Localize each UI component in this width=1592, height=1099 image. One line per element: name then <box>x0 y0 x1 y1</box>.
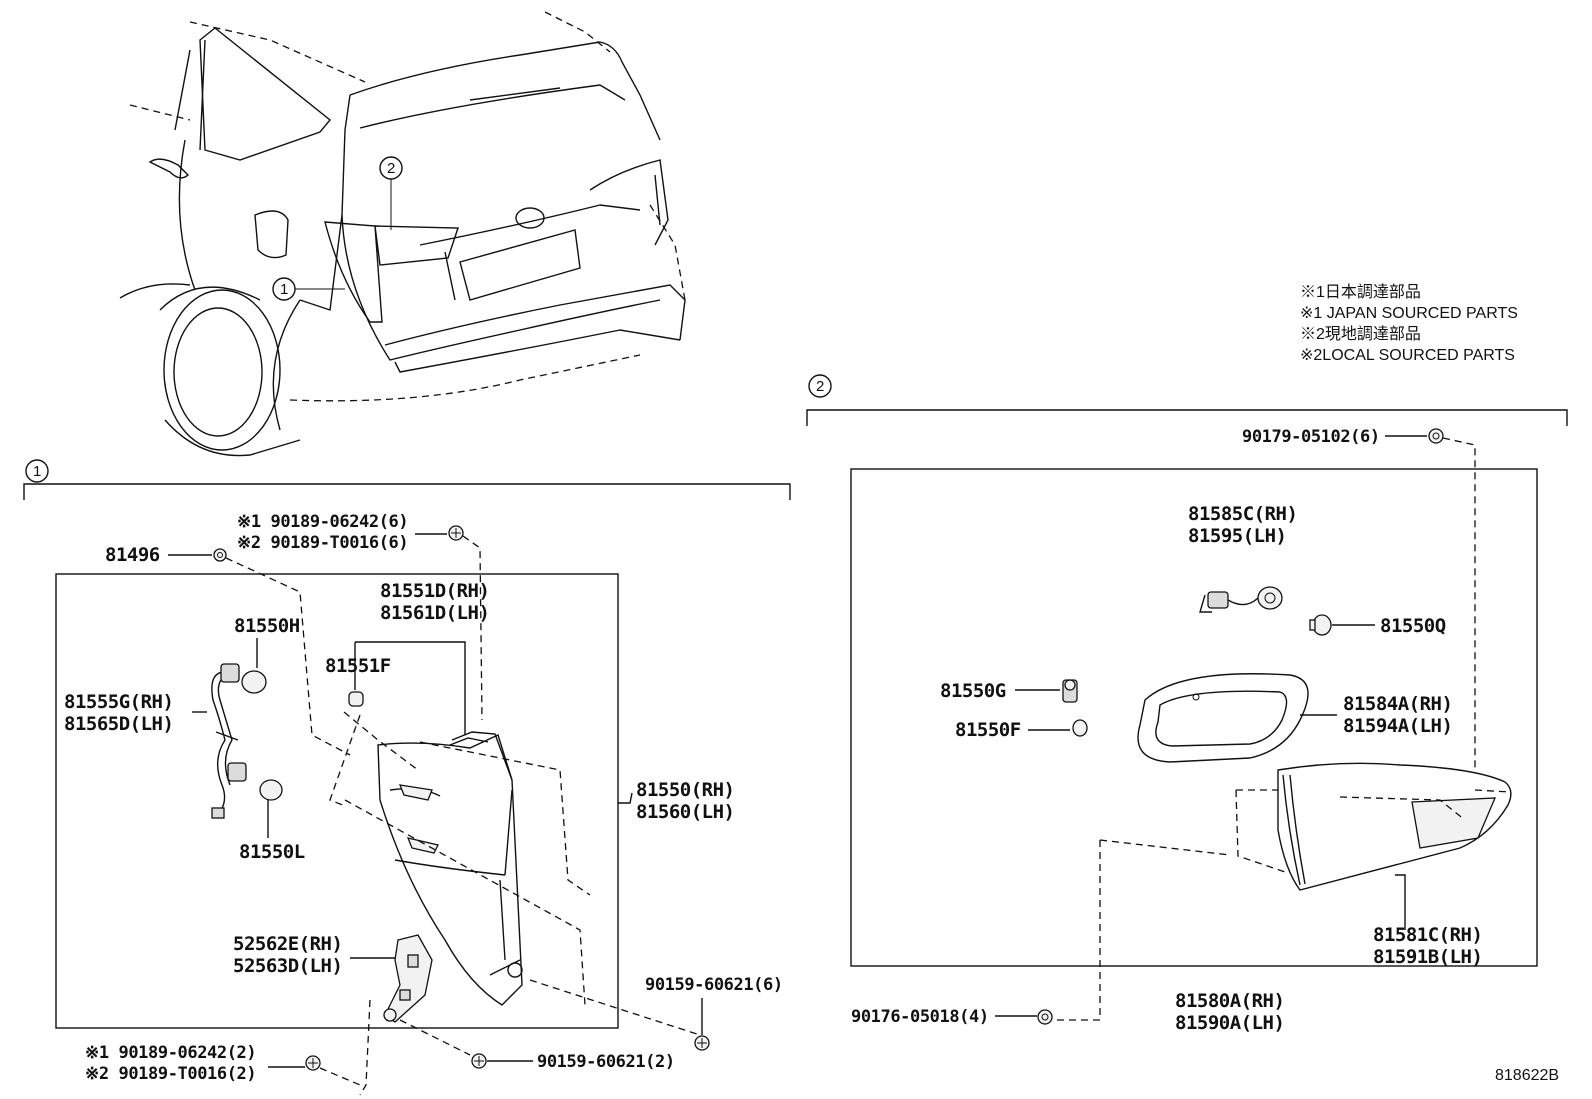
note-japan-jp: ※1日本調達部品 <box>1300 283 1421 301</box>
label-81551D-RH: 81551D(RH) <box>380 580 489 602</box>
label-90189-T0016-6: ※2 90189-T0016(6) <box>237 533 408 553</box>
label-90189-06242-6: ※1 90189-06242(6) <box>237 512 408 532</box>
label-81550F: 81550F <box>955 719 1021 741</box>
back-door-lamp-inner-icon <box>1277 762 1512 891</box>
label-81590A-LH: 81590A(LH) <box>1175 1012 1284 1034</box>
group-1-outer-lamp: 1 81496 ※1 90189-06242(6) ※2 90189-T0016… <box>23 459 791 1096</box>
label-81581C-RH: 81581C(RH) <box>1373 924 1482 946</box>
nut-90176-icon <box>1037 1009 1053 1025</box>
label-90189-T0016-2: ※2 90189-T0016(2) <box>85 1064 256 1084</box>
label-81594A-LH: 81594A(LH) <box>1343 715 1452 737</box>
label-90159-60621-6: 90159-60621(6) <box>645 975 783 995</box>
nut-90179-icon <box>1428 428 1444 444</box>
screw-90189-bottom-icon <box>305 1055 321 1071</box>
socket-wire-81585C-icon <box>1199 586 1283 613</box>
label-81550Q: 81550Q <box>1380 615 1446 637</box>
label-90176-05018-4: 90176-05018(4) <box>851 1007 989 1027</box>
label-81565D-LH: 81565D(LH) <box>64 713 173 735</box>
callout-2-vehicle: 2 <box>379 156 403 230</box>
screw-90159-6-icon <box>694 1035 710 1051</box>
note-local-en: ※2LOCAL SOURCED PARTS <box>1300 347 1515 364</box>
label-81560-LH: 81560(LH) <box>636 801 734 823</box>
bulb-81550L-icon <box>259 779 283 801</box>
socket-81551F-icon <box>348 691 364 707</box>
label-81550L: 81550L <box>239 841 305 863</box>
label-90159-60621-2: 90159-60621(2) <box>537 1052 675 1072</box>
screw-90189-top-icon <box>448 525 464 541</box>
label-81550-RH: 81550(RH) <box>636 779 734 801</box>
label-81595-LH: 81595(LH) <box>1188 525 1286 547</box>
label-81591B-LH: 81591B(LH) <box>1373 946 1482 968</box>
wire-harness-socket-icon <box>211 663 247 819</box>
gasket-81584A-icon <box>1137 673 1309 763</box>
note-japan-en: ※1 JAPAN SOURCED PARTS <box>1300 305 1518 322</box>
clip-81496-icon <box>213 548 227 562</box>
rear-combination-lamp-outer-icon <box>377 731 523 1006</box>
label-81555G-RH: 81555G(RH) <box>64 691 173 713</box>
label-52562E-RH: 52562E(RH) <box>233 933 342 955</box>
label-90179-05102-6: 90179-05102(6) <box>1242 427 1380 447</box>
sourcing-notes: ※1日本調達部品 ※1 JAPAN SOURCED PARTS ※2現地調達部品… <box>1300 283 1518 364</box>
callout-1-label: 1 <box>280 281 288 298</box>
callout-2-label: 2 <box>387 160 395 177</box>
bulb-81550F-icon <box>1072 719 1088 737</box>
group-2-inner-lamp: 2 90179-05102(6) 81585C(RH) 81595(LH) 81… <box>806 374 1568 1084</box>
screw-90159-2-icon <box>471 1053 487 1069</box>
callout-1-vehicle: 1 <box>272 277 345 301</box>
diagram-code: 818622B <box>1495 1067 1559 1084</box>
label-81584A-RH: 81584A(RH) <box>1343 693 1452 715</box>
socket-81550G-icon <box>1062 679 1078 703</box>
label-52563D-LH: 52563D(LH) <box>233 955 342 977</box>
bracket-52562E-icon <box>383 934 433 1023</box>
group-2-callout: 2 <box>816 378 824 395</box>
label-81585C-RH: 81585C(RH) <box>1188 503 1297 525</box>
group-1-callout: 1 <box>33 463 41 480</box>
note-local-jp: ※2現地調達部品 <box>1300 325 1421 343</box>
bulb-81550Q-icon <box>1309 614 1332 636</box>
label-81551F: 81551F <box>325 655 391 677</box>
label-81550G: 81550G <box>940 680 1006 702</box>
label-81550H: 81550H <box>234 615 300 637</box>
label-81496: 81496 <box>105 544 160 566</box>
label-81561D-LH: 81561D(LH) <box>380 602 489 624</box>
vehicle-rear-illustration <box>119 11 686 457</box>
label-90189-06242-2: ※1 90189-06242(2) <box>85 1043 256 1063</box>
label-81580A-RH: 81580A(RH) <box>1175 990 1284 1012</box>
bulb-81550H-icon <box>241 670 267 694</box>
